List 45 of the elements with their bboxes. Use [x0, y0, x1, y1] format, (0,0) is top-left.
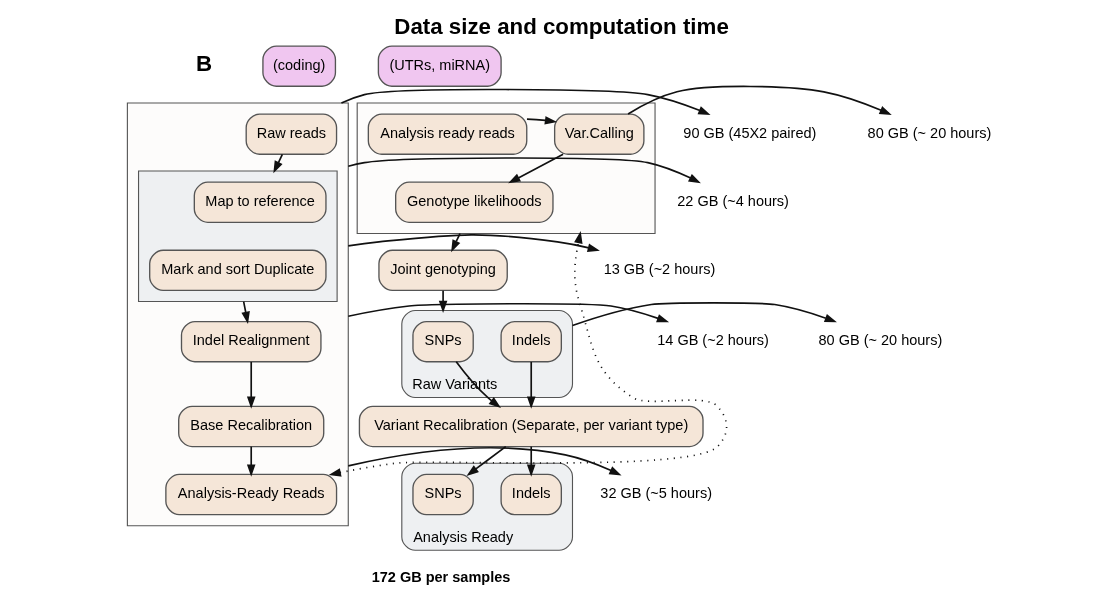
arrow — [438, 289, 447, 313]
node-text: 22 GB (~4 hours) — [676, 193, 789, 210]
arrow — [507, 153, 564, 184]
node-box: Raw reads — [245, 113, 337, 155]
node-text: 80 GB (~ 20 hours) — [867, 125, 991, 141]
node-text: 90 GB (45X2 paired) — [682, 125, 816, 141]
node-box: SNPs — [411, 320, 474, 363]
node-box: Var.Calling — [553, 113, 645, 155]
arrow — [466, 445, 507, 476]
label: 172 GB per samples — [371, 568, 510, 585]
node-text: 14 GB (~2 hours) — [656, 332, 769, 349]
arrow — [272, 153, 283, 174]
cluster — [137, 170, 338, 303]
node-box: Analysis-Ready Reads — [164, 473, 337, 516]
node-box: (coding) — [261, 45, 336, 87]
arrow — [346, 447, 622, 476]
arrow — [346, 302, 669, 323]
arrow — [340, 88, 711, 115]
node-box: Indels — [499, 320, 562, 363]
arrow — [571, 302, 837, 327]
arrow — [246, 445, 255, 477]
node-text: 80 GB (~ 20 hours) — [818, 332, 942, 349]
arrow — [526, 361, 535, 409]
node-box: (UTRs, miRNA) — [377, 45, 502, 87]
diagram-title: Data size and computation time — [393, 13, 729, 39]
arrow — [246, 361, 255, 409]
node-text: 13 GB (~2 hours) — [603, 261, 715, 278]
label: B — [195, 50, 212, 76]
node-box: Genotype likelihoods — [394, 181, 554, 223]
cluster — [126, 102, 349, 527]
node-box: SNPs — [411, 473, 474, 516]
node-box: Mark and sort Duplicate — [148, 249, 327, 292]
node-box: Joint genotyping — [377, 249, 508, 292]
arrow — [525, 116, 557, 125]
node-box: Base Recalibration — [177, 405, 324, 448]
node-box: Indel Realignment — [180, 320, 322, 363]
node-box: Map to reference — [193, 181, 327, 223]
node-text: 32 GB (~5 hours) — [599, 485, 712, 502]
node-box: Indels — [499, 473, 562, 516]
cluster — [356, 102, 656, 235]
arrow — [526, 445, 535, 477]
arrow — [626, 85, 892, 115]
node-box: Variant Recalibration (Separate, per variant type) — [358, 405, 704, 448]
arrow — [346, 157, 701, 184]
node-box: Analysis ready reads — [367, 113, 527, 155]
